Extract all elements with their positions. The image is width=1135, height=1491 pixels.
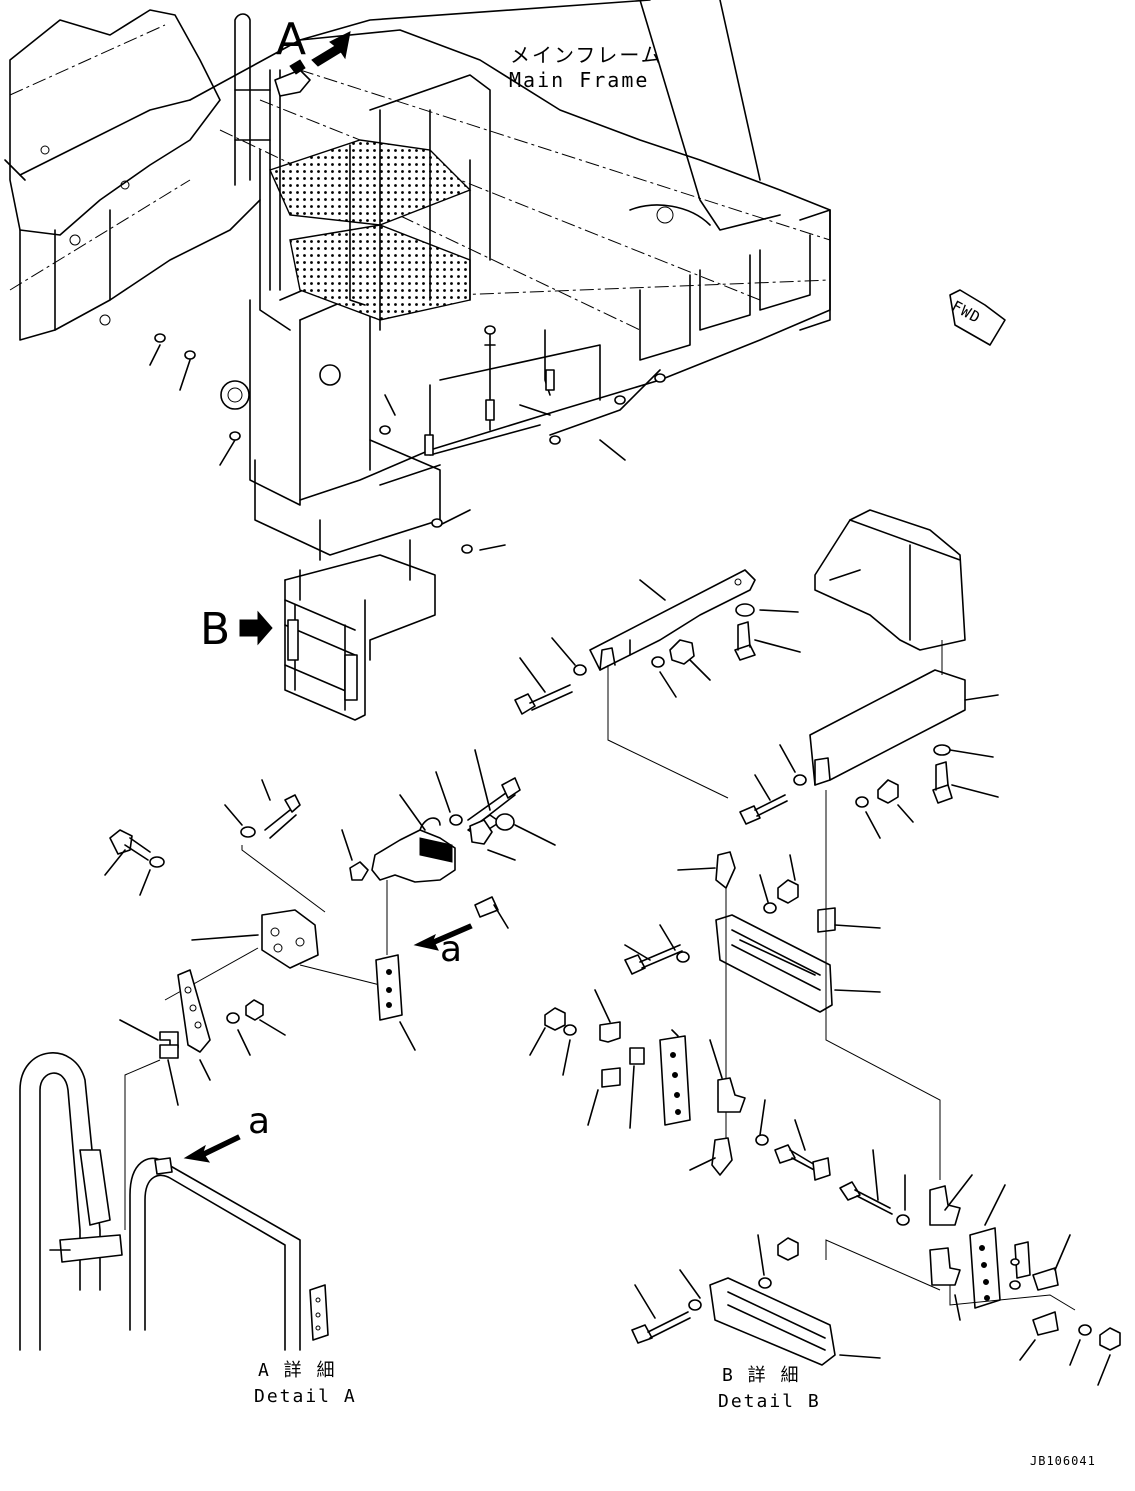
detail-a-label-en: Detail A [254,1386,357,1407]
main-frame-label-en: Main Frame [509,68,650,92]
view-b-arrow [239,610,273,646]
direction-arrow-a-upper [413,923,473,951]
view-a-arrow [311,31,351,67]
main-frame-assembly [4,0,831,721]
main-frame-label-jp: メインフレーム [510,43,663,67]
view-b-marker: B [200,604,231,655]
view-a-marker: A [276,14,307,65]
detail-a-assembly [19,749,556,1351]
detail-a-label-jp: A 詳 細 [258,1360,337,1381]
detail-b-label-en: Detail B [718,1391,821,1412]
detail-b-assembly [514,509,1121,1386]
drawing-number: JB106041 [1030,1454,1096,1468]
arrow-a-upper-label: a [440,929,463,970]
fwd-direction-marker [949,289,1006,346]
detail-b-label-jp: B 詳 細 [722,1365,801,1386]
direction-arrow-a-lower [183,1134,241,1163]
arrow-a-lower-label: a [248,1101,271,1142]
